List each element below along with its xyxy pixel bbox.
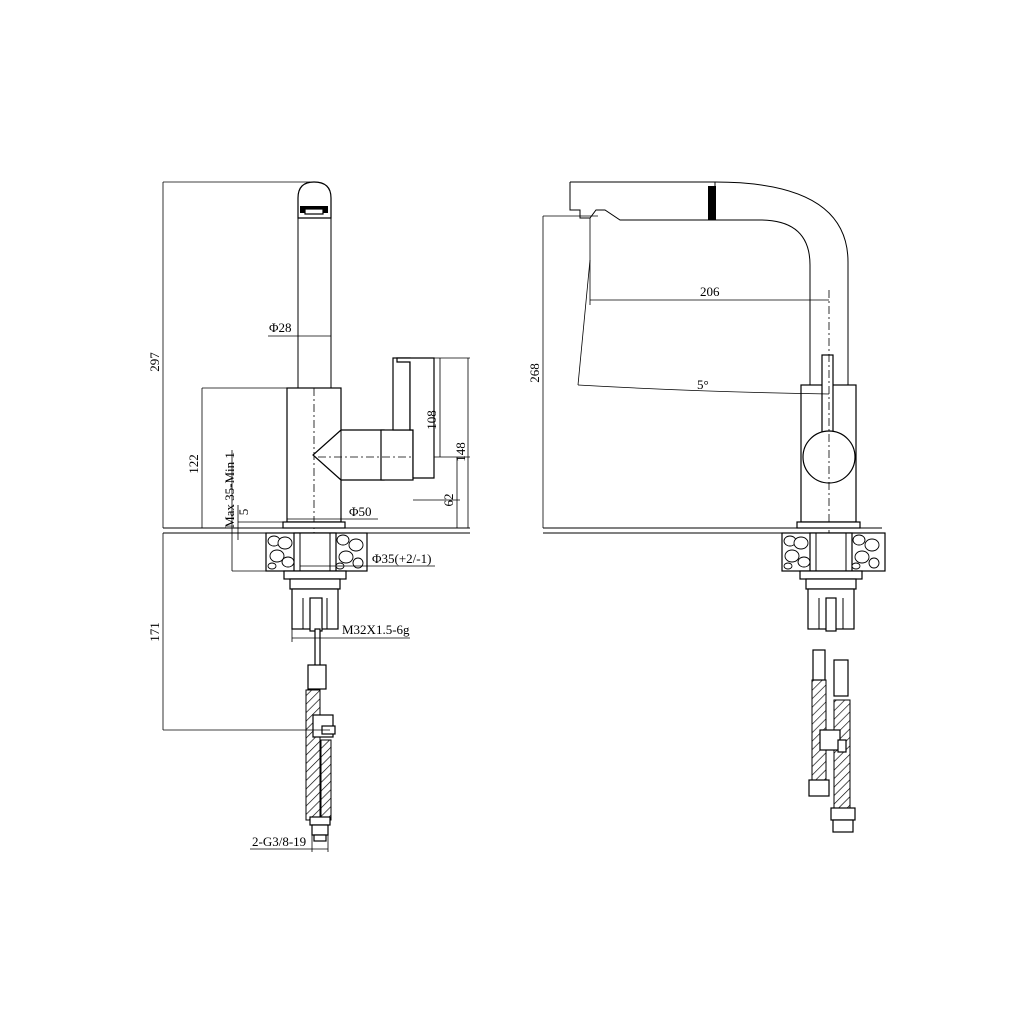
spout-tube <box>297 181 332 388</box>
dim-handle-top: 148 <box>453 442 468 462</box>
deck-section-right <box>781 532 886 572</box>
deck-section <box>265 532 368 572</box>
mounting-shank <box>283 570 347 670</box>
faucet-body <box>282 357 435 540</box>
faucet-body-front <box>796 290 861 545</box>
spout-arc <box>569 181 849 388</box>
dim-overall-height: 297 <box>147 352 162 372</box>
dim-spout-height: 268 <box>527 363 542 383</box>
dim-swivel-angle: 5° <box>697 377 709 392</box>
dim-deck-thickness: Max 35-Min 1 <box>222 452 237 528</box>
dim-spout-diameter: Φ28 <box>269 320 292 335</box>
supply-hoses-right <box>808 649 856 833</box>
dim-handle-offset: 62 <box>441 494 456 507</box>
dim-thread: M32X1.5-6g <box>342 622 410 637</box>
dim-handle-height: 108 <box>424 410 439 430</box>
dim-hose-connection: 2-G3/8-19 <box>252 834 306 849</box>
left-side-view: 297 Φ28 122 Max 35-Min 1 5 Φ50 Φ35(+2/-1… <box>147 181 470 852</box>
left-dimensions: 297 Φ28 122 Max 35-Min 1 5 Φ50 Φ35(+2/-1… <box>147 181 470 852</box>
dim-shank-length: 171 <box>147 622 162 642</box>
right-dimensions: 268 206 5° <box>527 215 830 528</box>
dim-base-diameter: Φ50 <box>349 504 372 519</box>
dim-hole-diameter: Φ35(+2/-1) <box>372 551 431 566</box>
mounting-shank-right <box>799 570 863 632</box>
dim-spout-reach: 206 <box>700 284 720 299</box>
dim-gap: 5 <box>236 509 251 516</box>
supply-hoses <box>305 664 336 842</box>
right-front-view: 268 206 5° <box>527 181 886 833</box>
dim-body-height: 122 <box>186 454 201 474</box>
